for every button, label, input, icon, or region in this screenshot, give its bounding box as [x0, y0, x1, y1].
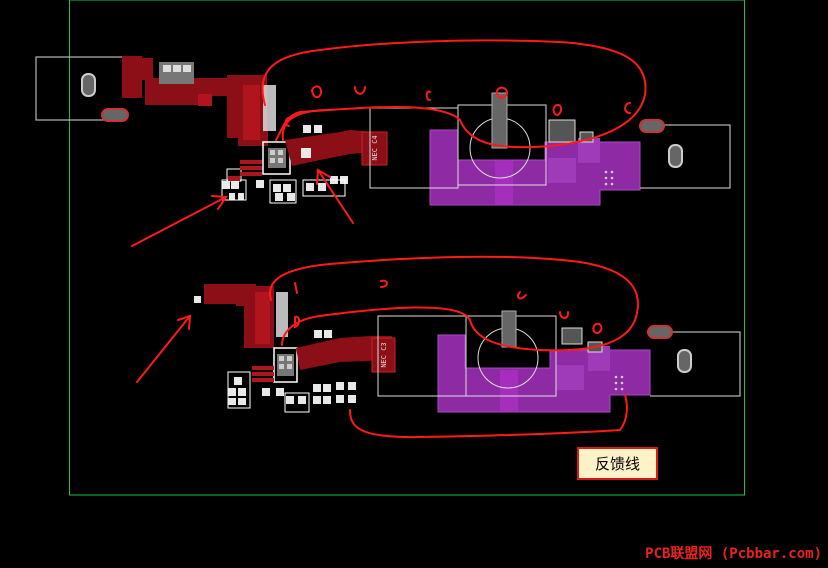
top-left-oval-pad [81, 73, 96, 97]
bottom-refdes: NEC C3 [380, 342, 388, 367]
arrow-icon [316, 168, 354, 224]
top-left-oval-pad-2 [101, 108, 129, 122]
markup [131, 39, 647, 439]
arrow-icon [136, 314, 192, 383]
bottom-right-connector-outline [650, 331, 741, 397]
feedback-line-label: 反馈线 [577, 447, 658, 480]
board-outline [69, 0, 745, 496]
top-copper-input [122, 56, 142, 98]
top-ref-part [361, 131, 388, 166]
top-large-loop [261, 39, 647, 149]
bottom-output-pour [437, 334, 651, 413]
feedback-line-loop [349, 394, 628, 439]
top-sw-copper [285, 130, 372, 166]
arrow-icon [131, 195, 228, 247]
top-inner-loop [281, 109, 331, 141]
bottom-large-loop [268, 255, 639, 352]
top-right-connector-outline [640, 124, 731, 189]
top-output-pour [429, 129, 641, 206]
top-refdes: NEC C4 [371, 135, 379, 160]
bottom-sw-copper [296, 336, 392, 370]
top-circuit: NEC C4 [35, 56, 731, 206]
bottom-circuit: NEC C3 [194, 284, 741, 413]
watermark-text: PCB联盟网 (Pcbbar.com) [645, 546, 822, 562]
top-left-connector-outline [35, 56, 124, 121]
